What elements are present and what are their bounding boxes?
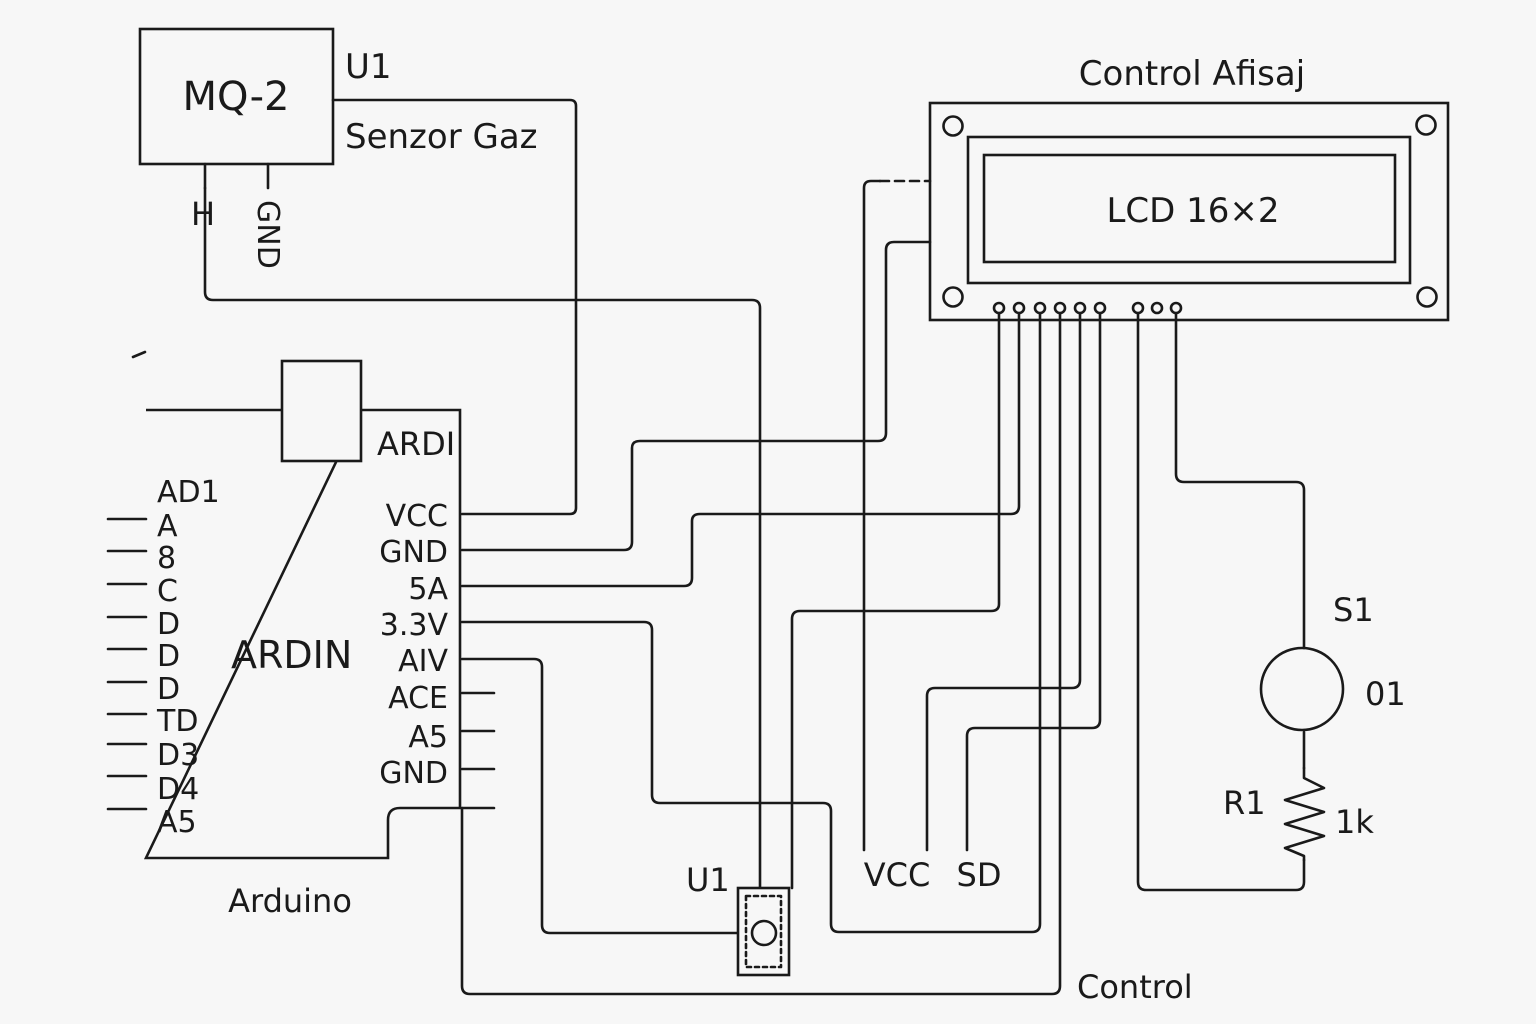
switch-value: 01 <box>1365 675 1406 713</box>
lcd-pin <box>1073 301 1087 315</box>
wire-aiv-to-button <box>460 657 740 935</box>
wire-vcc-rail <box>862 179 882 852</box>
arduino-board: ARDI ARDIN Arduino VCC GND 5A 3.3V AIV A… <box>143 359 462 920</box>
sensor-name: Senzor Gaz <box>345 117 538 157</box>
right-pin-stubs <box>460 691 496 810</box>
wire-lcd-pin6 <box>965 306 1102 852</box>
sensor-pin-h-label: H <box>191 195 215 233</box>
right-pin-label: GND <box>379 535 448 570</box>
lcd-pin <box>1033 301 1047 315</box>
sensor-body <box>138 27 335 166</box>
button-inner-frame <box>744 894 783 969</box>
left-pin-label: D <box>157 607 180 642</box>
button-designator: U1 <box>686 861 730 899</box>
mount-hole-icon <box>942 115 964 137</box>
mount-hole-icon <box>1416 286 1438 308</box>
lcd-display: Control Afisaj LCD 16×2 <box>928 54 1450 322</box>
mount-hole-icon <box>1415 114 1437 136</box>
resistor-zigzag <box>1283 766 1326 862</box>
wire-lcd-pin5 <box>925 306 1082 852</box>
arduino-header-label: ARDI <box>377 425 455 463</box>
resistor-designator: R1 <box>1223 784 1266 822</box>
right-pin-label: AIV <box>398 644 448 679</box>
lcd-pin-header <box>992 301 1183 315</box>
wire-h-pin-to-button <box>203 186 762 890</box>
right-pin-label: A5 <box>408 720 448 755</box>
lcd-pin <box>1169 301 1183 315</box>
switch-circle-icon <box>1259 646 1345 732</box>
control-label: Control <box>1077 968 1193 1006</box>
wire-5a-to-lcd <box>460 306 1021 588</box>
arduino-caption: Arduino <box>228 882 352 920</box>
lcd-board <box>928 101 1450 322</box>
lcd-screen <box>982 153 1397 264</box>
push-button: U1 <box>686 861 791 977</box>
right-pin-label: GND <box>379 756 448 791</box>
sensor-pin-gnd-label: GND <box>250 200 285 269</box>
sensor-designator: U1 <box>345 47 392 87</box>
arduino-right-pin-labels: VCC GND 5A 3.3V AIV ACE A5 GND <box>379 499 448 791</box>
left-pin-label: D <box>157 672 180 707</box>
left-pin-label: 8 <box>157 541 176 576</box>
right-pin-label: 3.3V <box>380 608 449 643</box>
stray-mark <box>131 350 147 359</box>
mount-hole-icon <box>942 286 964 308</box>
wire-lcd-pin1 <box>790 306 1001 890</box>
wire-3v3 <box>460 306 1042 934</box>
arduino-outline <box>143 408 462 860</box>
left-pin-label: D <box>157 639 180 674</box>
button-icon <box>750 919 778 947</box>
wire-lcd-to-switch <box>1174 306 1306 650</box>
right-pin-label: ACE <box>388 681 448 716</box>
lcd-pin <box>1053 301 1067 315</box>
wire-control-loop <box>460 306 1062 996</box>
switch-designator: S1 <box>1333 591 1374 629</box>
switch: S1 01 <box>1259 591 1406 732</box>
display-title: Control Afisaj <box>1079 54 1305 94</box>
wires <box>106 98 1326 996</box>
lcd-pin <box>1150 301 1164 315</box>
left-pin-label: D3 <box>157 738 199 773</box>
wire-lcd-to-resistor <box>1136 306 1306 892</box>
gas-sensor: MQ-2 U1 Senzor Gaz H GND <box>138 27 538 269</box>
left-pin-label: C <box>157 574 178 609</box>
sensor-module-label: MQ-2 <box>183 74 290 120</box>
resistor-value: 1k <box>1335 803 1374 841</box>
lcd-pin <box>992 301 1006 315</box>
arduino-center-label: ARDIN <box>231 633 352 677</box>
left-pin-label: A5 <box>157 805 197 840</box>
lcd-pin <box>1093 301 1107 315</box>
left-pin-label: AD1 <box>157 475 220 510</box>
wire-sensor-to-vcc <box>331 98 578 516</box>
usb-connector <box>280 359 363 463</box>
left-pin-label: TD <box>156 704 198 739</box>
arduino-left-pin-labels: AD1 A 8 C D D D TD D3 D4 A5 <box>156 475 220 840</box>
lcd-pin <box>1131 301 1145 315</box>
lcd-frame <box>966 135 1412 285</box>
resistor: R1 1k <box>1223 784 1374 841</box>
right-pin-label: VCC <box>386 499 448 534</box>
lcd-module-label: LCD 16×2 <box>1106 191 1279 231</box>
wire-gnd-to-lcd <box>460 240 932 552</box>
rail-label-sd: SD <box>957 856 1002 894</box>
right-pin-label: 5A <box>408 572 448 607</box>
left-pin-label: A <box>157 509 178 544</box>
rail-label-vcc: VCC <box>864 856 931 894</box>
lcd-pin <box>1012 301 1026 315</box>
left-pin-stubs <box>106 517 148 811</box>
left-pin-label: D4 <box>157 772 199 807</box>
